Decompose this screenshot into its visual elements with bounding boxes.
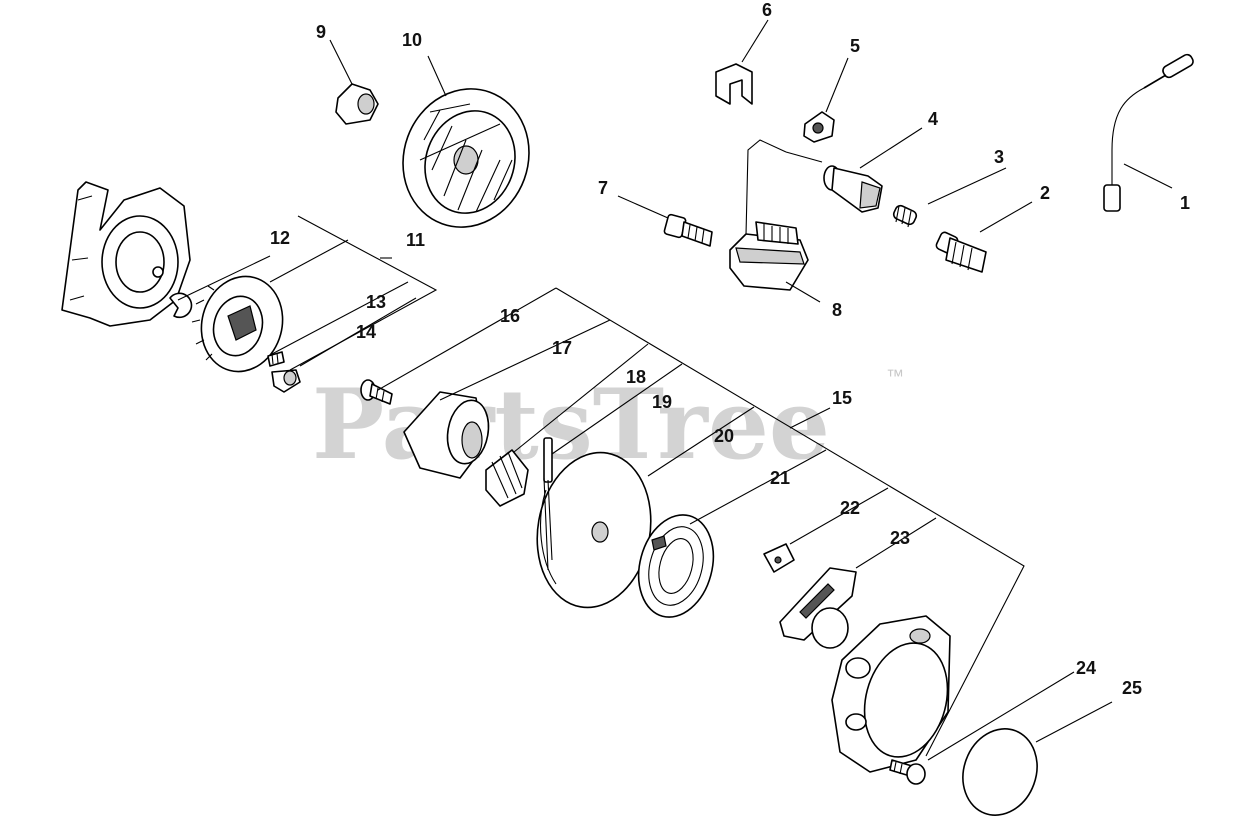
part-grommet[interactable] <box>803 111 835 143</box>
callout-23[interactable]: 23 <box>890 528 910 548</box>
watermark-trademark: ™ <box>886 366 904 386</box>
part-starter-handle[interactable] <box>779 567 857 649</box>
part-rope-pulley[interactable] <box>525 443 662 616</box>
callout-16[interactable]: 16 <box>500 306 520 326</box>
part-starter-pulley[interactable] <box>191 267 293 380</box>
part-starter-bolt[interactable] <box>360 379 393 405</box>
callout-13[interactable]: 13 <box>366 292 386 312</box>
leader-lines <box>177 19 1173 761</box>
callout-17[interactable]: 17 <box>552 338 572 358</box>
part-insert[interactable] <box>763 543 795 573</box>
part-pin[interactable] <box>543 437 553 483</box>
part-cover-screw[interactable] <box>889 759 926 785</box>
part-spark-plug[interactable] <box>935 231 987 273</box>
part-screw-ignition[interactable] <box>663 213 713 247</box>
callout-15[interactable]: 15 <box>832 388 852 408</box>
callout-8[interactable]: 8 <box>832 300 842 320</box>
part-flywheel-nut[interactable] <box>335 83 379 125</box>
callout-20[interactable]: 20 <box>714 426 734 446</box>
callout-14[interactable]: 14 <box>356 322 376 342</box>
part-spark-plug-boot[interactable] <box>1103 53 1195 212</box>
watermark-brand: PartsTree <box>312 368 830 481</box>
callout-6[interactable]: 6 <box>762 0 772 20</box>
callout-22[interactable]: 22 <box>840 498 860 518</box>
callout-18[interactable]: 18 <box>626 367 646 387</box>
callout-1[interactable]: 1 <box>1180 193 1190 213</box>
part-pawl[interactable] <box>271 369 301 393</box>
part-coil-spring[interactable] <box>485 449 529 507</box>
part-ignition-coil[interactable] <box>729 139 823 291</box>
callout-9[interactable]: 9 <box>316 22 326 42</box>
part-e-clip[interactable] <box>169 292 193 319</box>
part-pawl-spring[interactable] <box>267 351 285 367</box>
callout-7[interactable]: 7 <box>598 178 608 198</box>
callout-21[interactable]: 21 <box>770 468 790 488</box>
part-starter-cup[interactable] <box>403 391 493 479</box>
callout-numbers: 1 2 3 4 5 6 7 8 9 10 11 12 13 14 15 16 1… <box>270 0 1190 698</box>
callout-5[interactable]: 5 <box>850 36 860 56</box>
part-fan-housing[interactable] <box>61 181 191 327</box>
part-terminal-boot[interactable] <box>823 165 883 213</box>
callout-11[interactable]: 11 <box>406 230 425 250</box>
callout-19[interactable]: 19 <box>652 392 672 412</box>
callout-3[interactable]: 3 <box>994 147 1004 167</box>
part-spring-small[interactable] <box>892 204 918 228</box>
part-label-disc[interactable] <box>951 718 1049 825</box>
callout-12[interactable]: 12 <box>270 228 290 248</box>
part-clip[interactable] <box>715 63 753 105</box>
part-flywheel[interactable] <box>384 71 548 245</box>
callout-2[interactable]: 2 <box>1040 183 1050 203</box>
part-recoil-spring[interactable] <box>628 506 724 625</box>
callout-10[interactable]: 10 <box>402 30 422 50</box>
callout-24[interactable]: 24 <box>1076 658 1096 678</box>
callout-4[interactable]: 4 <box>928 109 938 129</box>
callout-25[interactable]: 25 <box>1122 678 1142 698</box>
part-starter-cover[interactable] <box>831 615 960 773</box>
